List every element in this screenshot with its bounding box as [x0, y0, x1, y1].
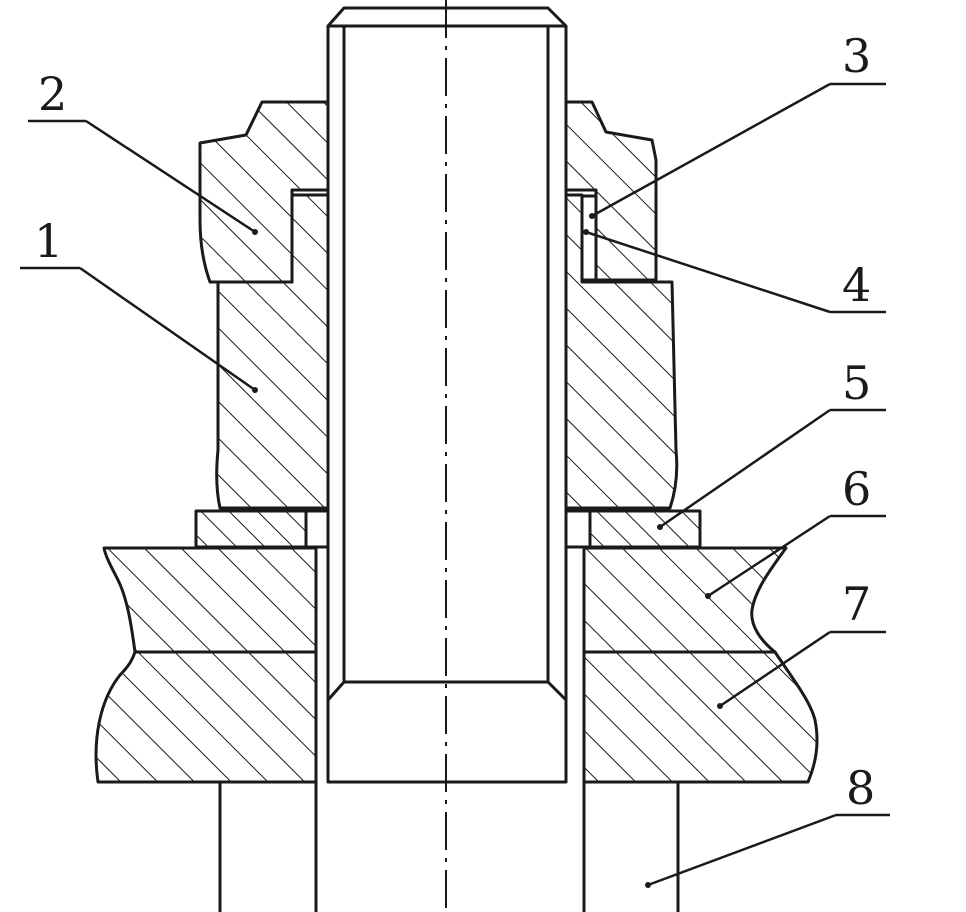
part-3-4-insert — [580, 194, 598, 282]
part-5-washer — [194, 509, 702, 549]
part-6-upper-plate — [102, 546, 788, 654]
callout-3-label: 3 — [842, 29, 871, 83]
callout-7-label: 7 — [842, 577, 871, 631]
callout-1-label: 1 — [34, 214, 63, 268]
callout-5-label: 5 — [842, 356, 871, 410]
callout-2-label: 2 — [38, 67, 67, 121]
part-7-lower-plate — [94, 650, 819, 784]
part-8-lower-shaft — [218, 782, 680, 912]
leader-lines — [20, 82, 890, 887]
part-1-bushing-body — [215, 193, 679, 510]
callout-6-label: 6 — [842, 462, 871, 516]
callout-8-label: 8 — [846, 761, 875, 815]
callout-4-label: 4 — [842, 258, 871, 312]
leader-dots — [252, 213, 723, 888]
plate-bore-lines — [314, 548, 586, 782]
part-2-nut — [198, 100, 658, 284]
